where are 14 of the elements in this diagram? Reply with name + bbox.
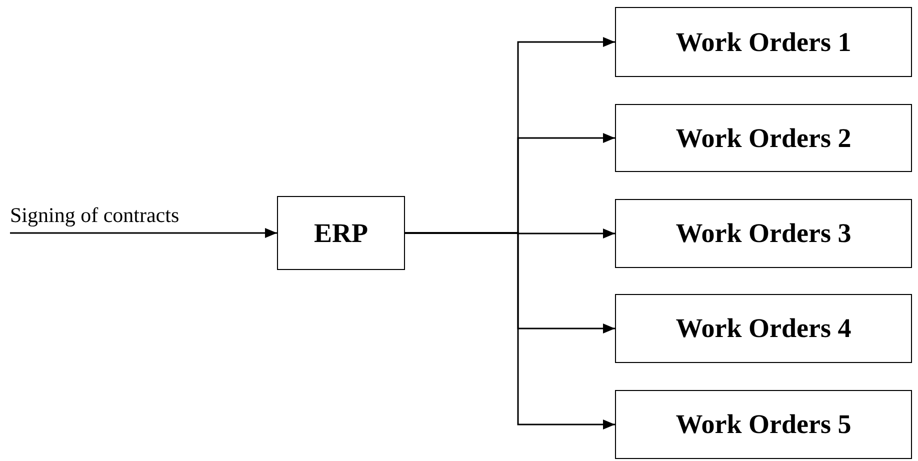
box-label: Work Orders 5	[676, 409, 852, 440]
process-box	[615, 294, 912, 363]
process-box	[615, 7, 912, 77]
process-box	[615, 199, 912, 268]
box-label: Work Orders 2	[676, 122, 852, 154]
box-label: Work Orders 1	[676, 26, 852, 58]
process-box	[615, 104, 912, 172]
arrow	[405, 232, 615, 430]
box-label: Work Orders 4	[676, 313, 852, 344]
box-label: Work Orders 3	[676, 218, 852, 249]
process-box	[615, 390, 912, 459]
arrow	[10, 228, 277, 238]
box-label: ERP	[314, 218, 368, 248]
process-box	[277, 196, 405, 270]
